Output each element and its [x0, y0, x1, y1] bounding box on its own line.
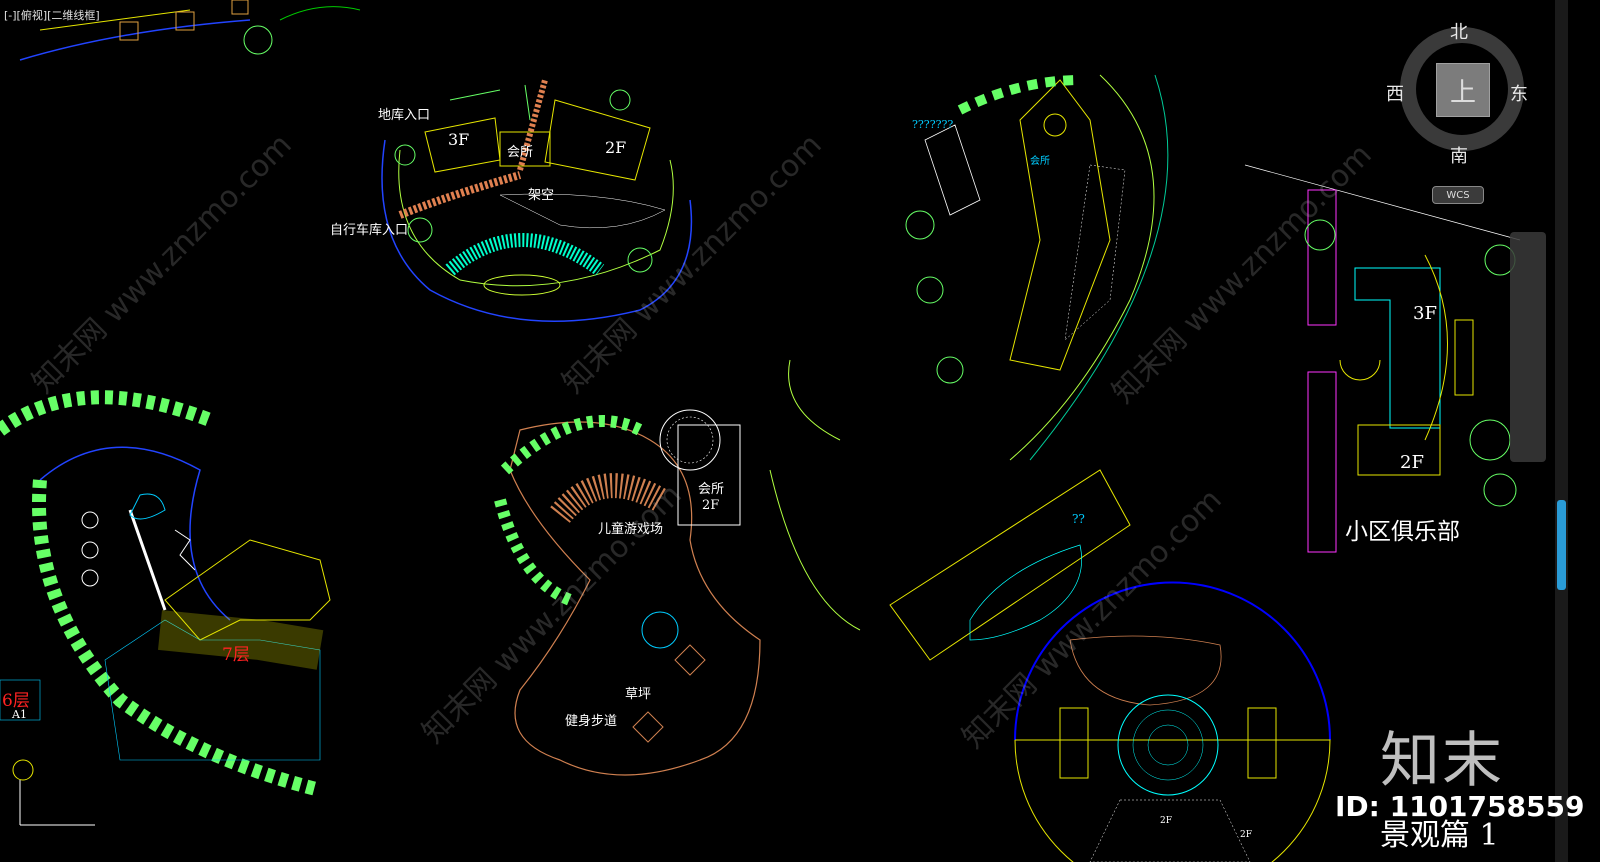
compass-south[interactable]: 南: [1450, 146, 1468, 167]
label-qmarks: ???????: [912, 118, 954, 131]
label-2f-bottom-a: 2F: [1160, 816, 1172, 826]
label-2f-bottom-b: 2F: [1240, 830, 1252, 840]
label-lawn: 草坪: [625, 687, 652, 702]
viewport-controls[interactable]: [-][俯视][二维线框]: [4, 9, 100, 22]
community-club-plan: [1244, 164, 1521, 553]
compass-north[interactable]: 北: [1450, 22, 1468, 43]
label-fitness-path: 健身步道: [565, 714, 618, 729]
label-2f-right: 2F: [1400, 452, 1424, 473]
compass-west[interactable]: 西: [1386, 84, 1404, 105]
label-7f: 7层: [222, 645, 250, 665]
brand-watermark-id: ID: 1101758559: [1335, 790, 1585, 823]
label-3f-top: 3F: [448, 130, 470, 149]
label-garage-entrance: 地库入口: [378, 108, 431, 123]
scroll-indicator[interactable]: [1557, 500, 1566, 590]
viewcube-top-face[interactable]: 上: [1436, 63, 1490, 117]
label-community-club: 小区俱乐部: [1345, 519, 1460, 545]
drawing-title: 景观篇 1: [1380, 818, 1499, 853]
label-a1: A1: [12, 708, 27, 721]
label-clubhouse-2f: 2F: [702, 498, 720, 513]
compass-east[interactable]: 东: [1510, 84, 1528, 105]
label-2f-top: 2F: [605, 138, 627, 157]
label-qq: ??: [1072, 512, 1085, 526]
label-bike-garage-entrance: 自行车库入口: [330, 223, 409, 238]
viewcube[interactable]: 上: [1398, 25, 1528, 155]
label-pergola: 架空: [528, 188, 555, 203]
label-clubhouse-center: 会所: [698, 482, 725, 497]
wcs-dropdown[interactable]: WCS: [1432, 186, 1484, 204]
clubhouse-plan-top: [381, 79, 693, 322]
lower-right-plan: [889, 469, 1331, 862]
residential-plan-left: [0, 390, 331, 826]
curved-clubhouse-plan: [905, 74, 1169, 461]
top-left-plan-fragment: [19, 0, 361, 61]
label-6f: 6层: [2, 691, 30, 711]
park-plan-center: [494, 359, 861, 776]
label-clubhouse-top: 会所: [507, 145, 534, 160]
label-clubhouse-small: 会所: [1030, 156, 1050, 167]
right-panel-strip: [1555, 0, 1568, 862]
label-3f-right: 3F: [1413, 303, 1437, 324]
label-kids-playground: 儿童游戏场: [598, 522, 664, 537]
navigation-bar[interactable]: [1510, 232, 1546, 462]
brand-watermark-logo: 知末: [1380, 726, 1504, 796]
